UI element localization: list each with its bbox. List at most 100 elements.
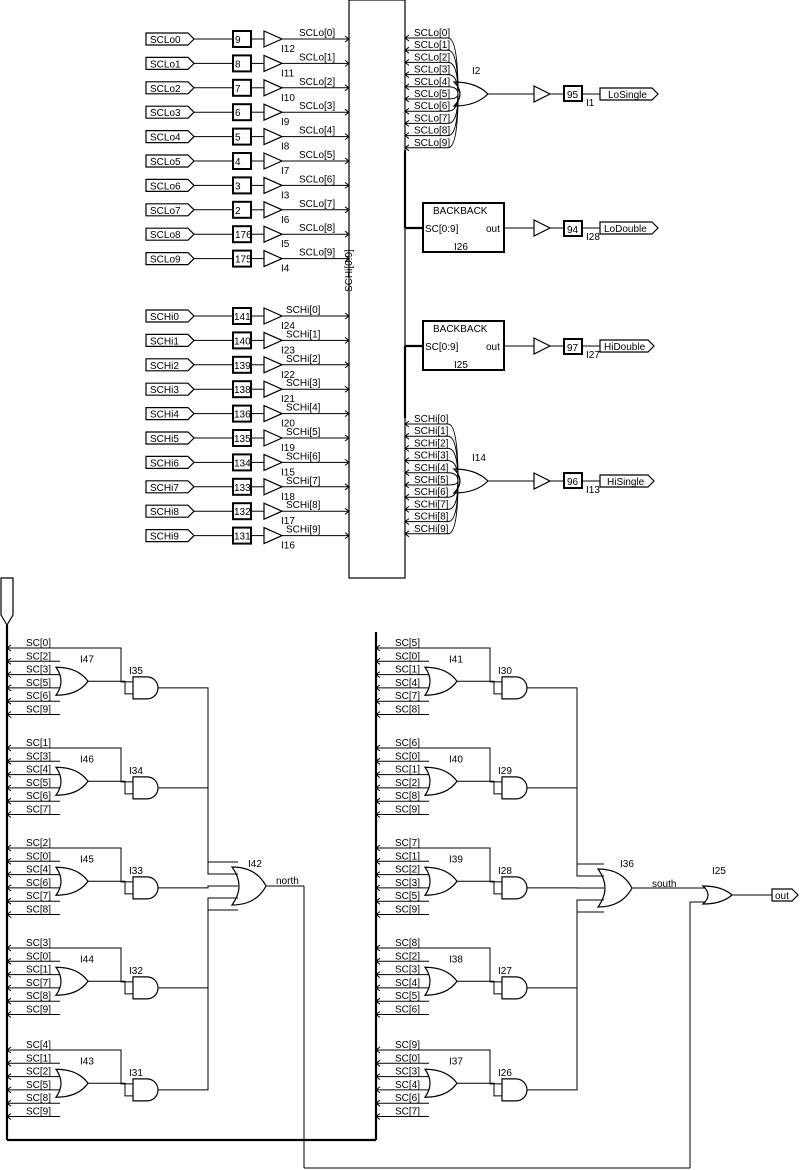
input_ports_lo-port [145,178,195,192]
pad_hi-label: 134 [234,458,251,469]
buf_hi-label: I17 [281,516,295,527]
input_ports_hi-port [145,431,195,445]
buf_hi-label: I22 [281,370,295,381]
buffer-hi-single [533,472,552,490]
bus-tap [344,84,350,92]
lo-net-label: SCLo[1] [414,40,450,51]
buf_lo-label: I11 [281,68,295,79]
and-gate-label: I28 [498,866,512,877]
bus-tap [344,35,350,43]
net_hi-label: SCHi[0] [286,305,321,316]
bus-tap [344,385,350,393]
sc-net-label: SC[8] [26,1093,51,1104]
north-or-gate [230,866,267,906]
sc-net-label: SC[5] [395,891,420,902]
input_ports_hi-port-label: SCHi9 [150,532,179,543]
buffer-lo-single [533,85,552,103]
net_lo-label: SCLo[7] [299,199,335,210]
or-lo-label: I2 [472,66,481,77]
buffer-triangle [263,176,284,195]
buf_lo-label: I8 [281,142,290,153]
input_ports_lo-port [145,56,195,71]
sc-net-label: SC[6] [395,1093,420,1104]
bus-tap [344,133,350,140]
buf_hi-label: I24 [281,321,295,332]
input_ports_hi-port-label: SCHi5 [150,434,179,445]
input_ports_lo-port [145,227,195,241]
input_ports_lo-port-label: SCLo9 [150,255,181,266]
hi-net-label: SCHi[4] [414,463,449,474]
or-gate [54,966,89,996]
bus-tap [344,182,350,189]
lo-net-label: SCLo[3] [414,65,450,76]
or-gate-lo [452,81,489,107]
buffer-triangle [263,78,284,97]
input_ports_hi-port [145,358,195,372]
input_ports_lo-port [145,154,195,168]
hi-net-label: SCHi[1] [414,426,449,437]
and-gate [501,676,528,700]
sc-net-label: SC[3] [26,751,51,762]
port-lo-double-label: LoDouble [604,224,647,235]
sc-net-label: SC[1] [26,1053,51,1064]
bb-lo-input: SC[0:9] [425,224,459,235]
buf_lo-label: I10 [281,93,295,104]
and-gate [132,976,159,1000]
net_hi-label: SCHi[7] [286,476,321,487]
buffer-triangle [263,404,284,423]
net_lo-label: SCLo[6] [299,174,335,185]
bus-tap [344,255,350,262]
central-bus-block [348,0,406,579]
or-gate-label: I38 [449,954,463,965]
or-gate [54,1068,89,1098]
bb-lo-output: out [486,224,500,235]
bus-tap [344,434,350,442]
sc-net-label: SC[7] [395,691,420,702]
or-gate-label: I46 [80,754,94,765]
net_lo-label: SCLo[8] [299,223,335,234]
pad_hi-label: 140 [234,336,251,347]
port-hi-double [599,339,655,353]
net_hi-label: SCHi[2] [286,354,321,365]
buf-hi-double-label: I27 [586,350,600,361]
bus-tap [344,459,350,466]
buf_hi-label: I18 [281,492,295,503]
input_ports_hi-port-label: SCHi2 [150,361,179,372]
buf_lo-label: I6 [281,215,290,226]
sc-net-label: SC[0] [395,751,420,762]
sc-net-label: SC[0] [26,851,51,862]
buffer-triangle [263,103,284,122]
south-or-gate [596,868,633,908]
final-or-gate [701,885,733,905]
pad_hi-label: 138 [234,385,251,396]
sc-net-label: SC[2] [26,651,51,662]
sc-net-label: SC[7] [26,978,51,989]
pad_lo-label: 6 [235,108,241,119]
buffer-triangle [263,380,284,399]
and-gate [501,776,528,800]
input_ports_lo-port-label: SCLo3 [150,108,181,119]
buffer-triangle [263,477,284,496]
sc-net-label: SC[2] [395,865,420,876]
or-gate-label: I43 [80,1056,94,1067]
sc-net-label: SC[6] [395,1005,420,1016]
pad_hi-label: 132 [234,507,251,518]
sc-net-label: SC[8] [26,991,51,1002]
pad_hi-label: 141 [234,312,251,323]
input_ports_lo-port [145,81,195,95]
buffer-triangle [263,54,284,73]
and-gate [501,876,528,900]
input_ports_hi-port-label: SCHi7 [150,483,179,494]
out-port-label: out [775,891,789,902]
buf_hi-label: I21 [281,394,295,405]
buffer-triangle [263,225,284,244]
hi-net-label: SCHi[8] [414,512,449,523]
buffer-triangle [263,429,284,447]
sc-net-label: SC[0] [26,951,51,962]
bus-tap [344,361,350,369]
input_ports_lo-port-label: SCLo4 [150,133,181,144]
input_ports_hi-port-label: SCHi4 [150,410,179,421]
or-hi-label: I14 [472,453,486,464]
sc-net-label: SC[9] [26,705,51,716]
buf-lo-double-label: I28 [586,232,600,243]
